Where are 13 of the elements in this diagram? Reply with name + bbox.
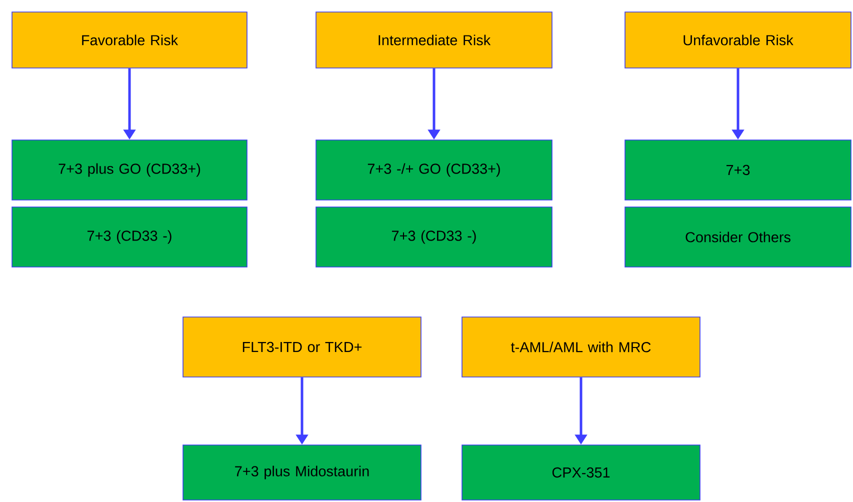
treatment-box: 7+3 (CD33 -) bbox=[12, 206, 248, 268]
risk-group-box: Favorable Risk bbox=[12, 12, 248, 68]
treatment-box: 7+3 bbox=[624, 140, 852, 200]
risk-group-box: Intermediate Risk bbox=[316, 12, 552, 68]
treatment-box: Consider Others bbox=[624, 206, 852, 268]
treatment-box: 7+3 plus Midostaurin bbox=[182, 444, 422, 500]
treatment-box: 7+3 -/+ GO (CD33+) bbox=[316, 140, 552, 200]
risk-group-box: Unfavorable Risk bbox=[624, 12, 852, 68]
treatment-box: CPX-351 bbox=[462, 444, 700, 500]
risk-group-box: t-AML/AML with MRC bbox=[462, 316, 700, 378]
treatment-box: 7+3 (CD33 -) bbox=[316, 206, 552, 268]
treatment-box: 7+3 plus GO (CD33+) bbox=[12, 140, 248, 200]
risk-group-box: FLT3-ITD or TKD+ bbox=[182, 316, 422, 378]
